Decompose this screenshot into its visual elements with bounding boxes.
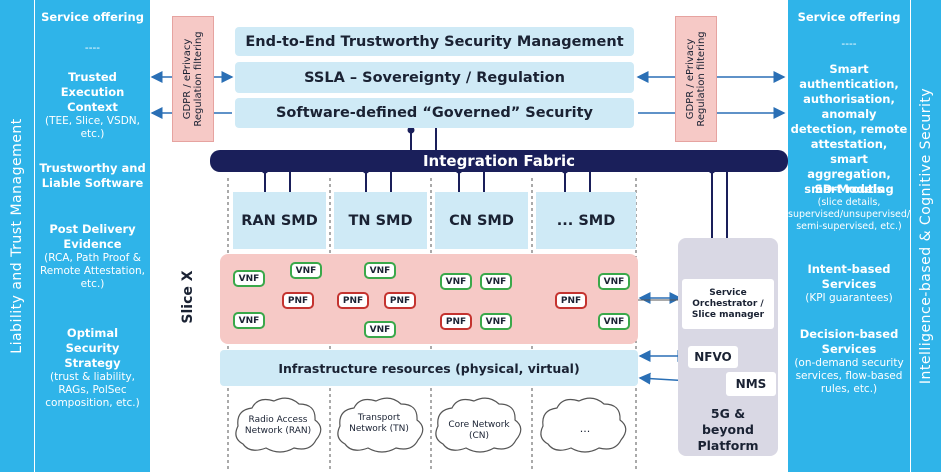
platform-label: 5G & beyond Platform [697, 406, 759, 453]
vnf-node: VNF [364, 262, 396, 279]
vnf-node: VNF [598, 313, 630, 330]
tn-smd-box: TN SMD [334, 192, 427, 249]
vnf-node: VNF [290, 262, 322, 279]
vnf-node: VNF [364, 321, 396, 338]
vnf-node: VNF [480, 313, 512, 330]
left-vertical-bar: Liability and Trust Management [0, 0, 34, 472]
other-cloud-label: ... [579, 422, 591, 435]
vnf-node: VNF [233, 312, 265, 329]
integration-fabric-bar: Integration Fabric [210, 150, 788, 172]
right-item-intent: Intent-based Services(KPI guarantees) [805, 262, 893, 304]
governed-security-box: Software-defined “Governed” Security [235, 98, 634, 128]
vnf-node: VNF [598, 273, 630, 290]
other-cloud [540, 397, 627, 453]
pnf-node: PNF [384, 292, 416, 309]
pnf-node: PNF [440, 313, 472, 330]
right-header: Service offering [797, 10, 901, 24]
right-vertical-bar: Intelligence-based & Cognitive Security [911, 0, 941, 472]
nfvo-label: NFVO [694, 350, 732, 364]
ran-cloud-label: Radio Access Network (RAN) [244, 415, 312, 436]
e2e-security-management-box: End-to-End Trustworthy Security Manageme… [235, 27, 634, 56]
integration-fabric-label: Integration Fabric [422, 152, 576, 170]
vnf-node: VNF [440, 273, 472, 290]
right-item-smart: Smart authentication, authorisation, ano… [790, 62, 908, 196]
gdpr-filter-right: GDPR / ePrivacy Regulation filtering [675, 16, 717, 142]
left-item-trustworthy: Trustworthy and Liable Software [39, 161, 146, 190]
left-item-strategy: Optimal Security Strategy(trust & liabil… [45, 326, 140, 409]
left-header: Service offering [41, 10, 144, 24]
left-service-panel: Service offering ---- Trusted Execution … [35, 0, 150, 472]
left-item-evidence: Post Delivery Evidence(RCA, Path Proof &… [39, 222, 145, 290]
nms-label: NMS [735, 377, 767, 391]
right-item-sdmodels: SD-Models(slice details, supervised/unsu… [788, 182, 911, 232]
nms-box: NMS [726, 372, 776, 396]
infrastructure-resources-box: Infrastructure resources (physical, virt… [220, 350, 638, 386]
service-orchestrator-label: Service Orchestrator / Slice manager [691, 287, 765, 320]
service-orchestrator-box: Service Orchestrator / Slice manager [682, 279, 774, 329]
other-smd-box: ... SMD [536, 192, 636, 249]
pnf-node: PNF [555, 292, 587, 309]
left-separator: ---- [84, 42, 101, 54]
cn-smd-box: CN SMD [435, 192, 528, 249]
right-separator: ---- [841, 38, 857, 50]
right-service-panel: Service offering ---- Smart authenticati… [788, 0, 910, 472]
cn-cloud-label: Core Network (CN) [448, 420, 510, 441]
ran-smd-box: RAN SMD [233, 192, 326, 249]
right-item-decision: Decision-based Services(on-demand securi… [794, 327, 904, 395]
vnf-node: VNF [480, 273, 512, 290]
gdpr-filter-left: GDPR / ePrivacy Regulation filtering [172, 16, 214, 142]
cn-cloud [435, 397, 522, 453]
left-item-trusted: Trusted Execution Context(TEE, Slice, VS… [45, 70, 140, 140]
nfvo-box: NFVO [688, 346, 738, 368]
ssla-sovereignty-box: SSLA – Sovereignty / Regulation [235, 62, 634, 93]
tn-cloud [337, 397, 424, 453]
vnf-node: VNF [233, 270, 265, 287]
pnf-node: PNF [282, 292, 314, 309]
ran-cloud [235, 397, 322, 453]
tn-cloud-label: Transport Network (TN) [349, 413, 409, 434]
pnf-node: PNF [337, 292, 369, 309]
